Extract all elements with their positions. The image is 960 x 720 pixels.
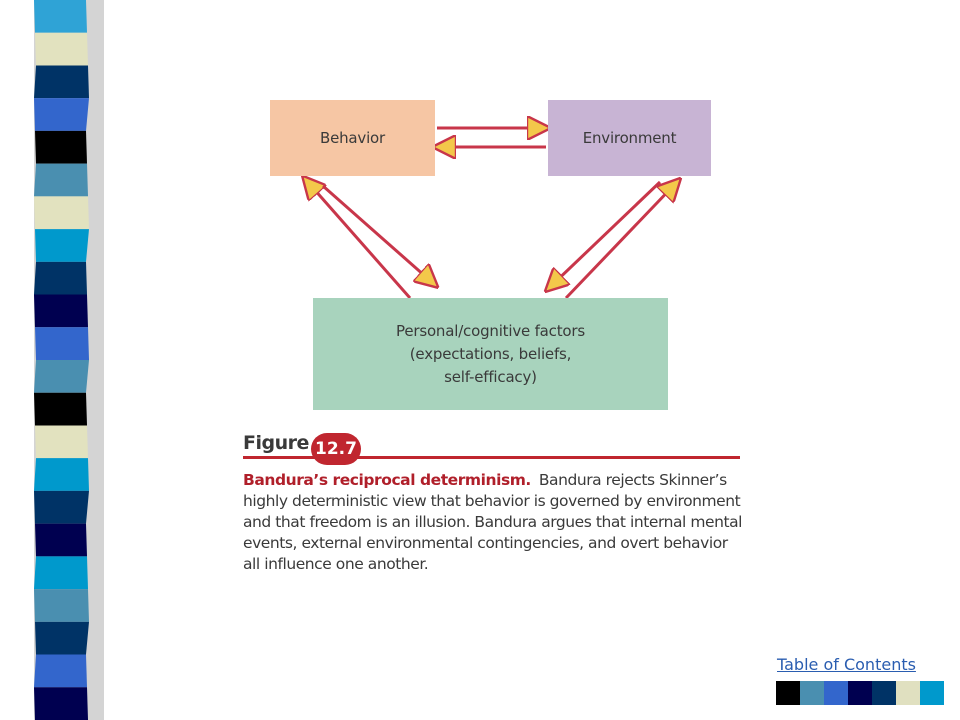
toc-swatch [776, 681, 800, 705]
left-bar-stripe [35, 130, 87, 164]
left-bar-stripe [34, 490, 89, 524]
toc-swatch [824, 681, 848, 705]
left-bar-stripe [35, 425, 88, 459]
arrow-personal-to-behavior [306, 180, 412, 299]
figure-number-badge: 12.7 [311, 433, 361, 465]
arrow-environment-to-personal [549, 180, 662, 288]
behavior-label: Behavior [319, 129, 385, 147]
personal-label-line1: Personal/cognitive factors [396, 321, 585, 340]
table-of-contents-link[interactable]: Table of Contents [777, 655, 916, 674]
left-bar-stripe [34, 294, 88, 328]
left-bar-stripe [35, 327, 89, 360]
left-bar-stripe [34, 360, 89, 393]
personal-label-line3: self-efficacy) [444, 367, 537, 386]
left-bar-stripe [34, 0, 87, 33]
toc-swatch [848, 681, 872, 705]
figure-rule [243, 456, 740, 459]
personal-cognitive-box: Personal/cognitive factors (expectations… [313, 298, 668, 410]
left-bar-stripe [34, 556, 88, 590]
left-bar-stripe [35, 621, 89, 655]
left-bar-stripe [34, 392, 87, 426]
toc-swatch [872, 681, 896, 705]
left-bar-stripe [34, 589, 89, 622]
figure-label: Figure [243, 432, 309, 454]
environment-box: Environment [548, 100, 711, 176]
left-bar-stripe [34, 65, 89, 99]
decorative-left-bar [0, 0, 110, 720]
caption-title: Bandura’s reciprocal determinism. [243, 471, 531, 489]
behavior-box: Behavior [270, 100, 435, 176]
toc-color-strip [776, 681, 944, 705]
decorative-stripes [34, 0, 104, 720]
left-bar-stripe [35, 229, 89, 262]
left-bar-stripe [34, 98, 89, 131]
left-bar-stripe [34, 654, 87, 688]
personal-label-line2: (expectations, beliefs, [409, 344, 572, 363]
left-bar-stripe [35, 32, 88, 66]
left-bar-stripe [34, 196, 89, 230]
left-bar-stripe [35, 523, 87, 557]
left-bar-stripe [34, 163, 88, 197]
toc-swatch [920, 681, 944, 705]
toc-swatch [800, 681, 824, 705]
arrow-personal-to-environment [564, 182, 677, 300]
left-bar-stripe [34, 261, 87, 295]
environment-label: Environment [582, 129, 677, 147]
arrow-behavior-to-personal [322, 184, 434, 284]
caption-body: Bandura rejects Skinner’s highly determi… [243, 471, 743, 573]
figure-caption: Bandura’s reciprocal determinism.Bandura… [243, 470, 743, 575]
left-bar-stripe [34, 458, 89, 491]
left-bar-stripe [34, 687, 88, 720]
toc-swatch [896, 681, 920, 705]
